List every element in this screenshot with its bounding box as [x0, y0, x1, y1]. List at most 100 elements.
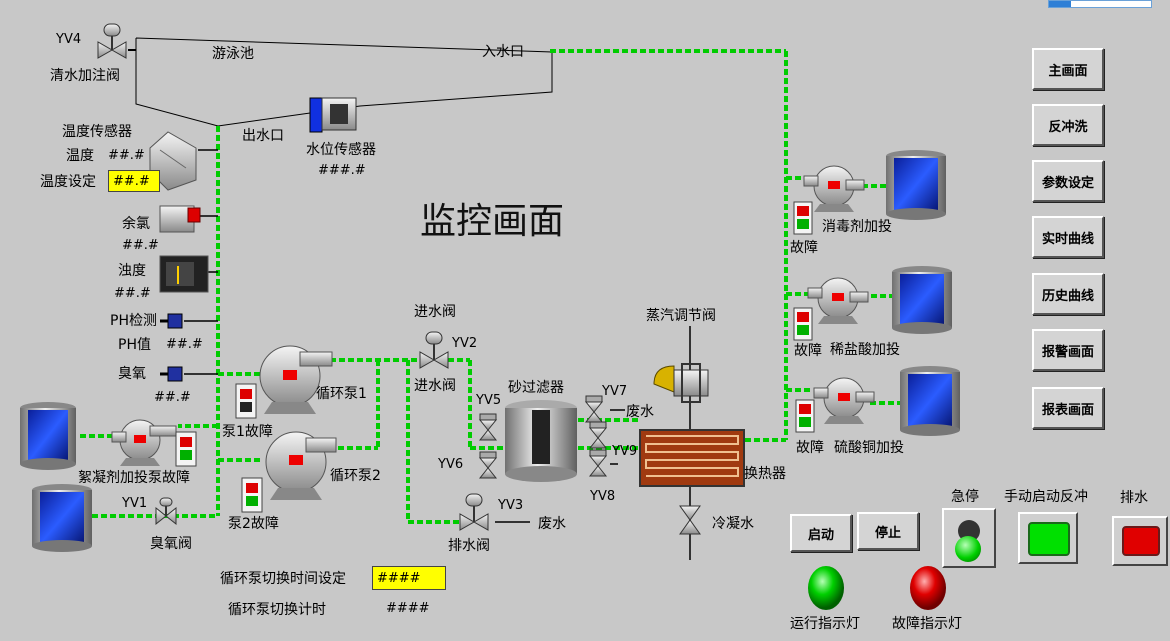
pump2-fault-indicator	[241, 477, 263, 513]
chlorine-value: ##.#	[122, 238, 159, 253]
turbidity-value: ##.#	[114, 286, 151, 301]
valve-yv4-icon[interactable]	[97, 23, 127, 59]
manual-backwash-label: 手动启动反冲	[1004, 489, 1088, 505]
valve-yv1-icon[interactable]	[155, 497, 177, 526]
coagulant-pump-label: 絮凝剂加投泵故障	[78, 470, 190, 486]
disinfectant-tank-icon	[886, 150, 946, 220]
copper-fault-indicator	[795, 399, 815, 433]
yv4-tag: YV4	[56, 32, 82, 47]
stop-button[interactable]: 停止	[857, 512, 919, 550]
circulation-pump-2-icon[interactable]	[265, 431, 337, 500]
valve-yv2-icon[interactable]	[419, 331, 449, 369]
nav-alarm-button[interactable]: 报警画面	[1032, 329, 1104, 371]
fault-light-label: 故障指示灯	[892, 616, 962, 632]
acid-fault-indicator	[793, 307, 813, 341]
yv5-tag: YV5	[476, 393, 502, 408]
fault-indicator-light	[910, 566, 946, 610]
switch-time-set-input[interactable]: ####	[372, 566, 446, 590]
copper-label: 硫酸铜加投	[834, 440, 904, 456]
nav-backwash-button[interactable]: 反冲洗	[1032, 104, 1104, 146]
estop-label: 急停	[951, 489, 979, 505]
yv2-tag: YV2	[452, 336, 478, 351]
pump2-fault-label: 泵2故障	[228, 516, 279, 532]
coagulant-pump-icon[interactable]	[111, 419, 177, 466]
coagulant-fault-indicator	[175, 431, 197, 467]
yv1-name: 臭氧阀	[150, 536, 192, 552]
pump1-fault-indicator	[235, 383, 257, 419]
turbidity-label: 浊度	[118, 263, 146, 279]
water-level-value: ###.#	[318, 163, 366, 178]
circulation-pump-1-icon[interactable]	[259, 345, 333, 414]
start-button[interactable]: 启动	[790, 514, 852, 552]
yv2-name-top: 进水阀	[414, 304, 456, 320]
valve-yv6-icon[interactable]	[478, 451, 498, 479]
pump1-fault-label: 泵1故障	[222, 424, 273, 440]
water-level-sensor-icon	[309, 97, 357, 133]
backwash-lamp-icon	[1028, 522, 1070, 556]
copper-tank-icon	[900, 366, 960, 436]
waste-label-1: 废水	[626, 404, 654, 420]
nav-realtime-curve-button[interactable]: 实时曲线	[1032, 216, 1104, 258]
heat-exchanger-label: 换热器	[744, 466, 786, 482]
ozone-label: 臭氧	[118, 366, 146, 382]
valve-yv7-icon[interactable]	[584, 395, 604, 423]
steam-valve-icon[interactable]	[653, 363, 709, 403]
nav-report-button[interactable]: 报表画面	[1032, 387, 1104, 429]
temp-value: ##.#	[108, 148, 145, 163]
temp-sensor-label: 温度传感器	[62, 124, 132, 140]
valve-yv8-icon[interactable]	[588, 449, 608, 477]
inlet-label: 入水口	[482, 44, 524, 60]
yv3-tag: YV3	[498, 498, 524, 513]
ozone-value: ##.#	[154, 390, 191, 405]
yv3-name: 排水阀	[448, 538, 490, 554]
ph-probe-icon	[160, 313, 183, 329]
emergency-stop-button[interactable]	[942, 508, 996, 568]
waste-label-3: 废水	[538, 516, 566, 532]
acid-label: 稀盐酸加投	[830, 342, 900, 358]
window-control[interactable]	[1048, 0, 1152, 8]
switch-time-set-label: 循环泵切换时间设定	[220, 571, 346, 587]
yv2-name-bottom: 进水阀	[414, 378, 456, 394]
condensate-valve-icon[interactable]	[679, 505, 701, 535]
disinfectant-pump-icon[interactable]	[803, 165, 865, 212]
nav-main-button[interactable]: 主画面	[1032, 48, 1104, 90]
acid-pump-icon[interactable]	[807, 277, 869, 324]
pump2-label: 循环泵2	[330, 468, 381, 484]
yv9-tag: YV9	[612, 444, 638, 459]
ph-value-label: PH值	[118, 337, 151, 353]
drain-lamp-icon	[1122, 526, 1160, 556]
yv6-tag: YV6	[438, 457, 464, 472]
outlet-label: 出水口	[242, 128, 284, 144]
copper-pump-icon[interactable]	[813, 377, 875, 424]
disinfectant-fault-indicator	[793, 201, 813, 235]
steam-valve-label: 蒸汽调节阀	[646, 308, 716, 324]
ph-value: ##.#	[166, 337, 203, 352]
nav-params-button[interactable]: 参数设定	[1032, 160, 1104, 202]
valve-yv9-icon[interactable]	[588, 421, 608, 449]
acid-fault-label: 故障	[794, 343, 822, 359]
acid-tank-icon	[892, 266, 952, 334]
valve-yv3-icon[interactable]	[459, 493, 489, 531]
pool-label: 游泳池	[212, 46, 254, 62]
manual-backwash-button[interactable]	[1018, 512, 1078, 564]
run-indicator-light	[808, 566, 844, 610]
sand-filter-label: 砂过滤器	[508, 380, 564, 396]
heat-exchanger-icon	[639, 429, 745, 487]
turbidity-sensor-icon	[159, 255, 209, 293]
temp-set-input[interactable]: ##.#	[108, 170, 160, 192]
chlorine-label: 余氯	[122, 216, 150, 232]
coagulant-tank-icon	[20, 402, 76, 470]
valve-yv5-icon[interactable]	[478, 413, 498, 441]
yv7-tag: YV7	[602, 384, 628, 399]
estop-lamp-icon	[955, 536, 981, 562]
chlorine-sensor-icon	[159, 205, 201, 233]
yv8-tag: YV8	[590, 489, 616, 504]
water-level-label: 水位传感器	[306, 142, 376, 158]
ph-detect-label: PH检测	[110, 313, 157, 329]
nav-history-curve-button[interactable]: 历史曲线	[1032, 273, 1104, 315]
drain-button[interactable]	[1112, 516, 1168, 566]
pump1-label: 循环泵1	[316, 386, 367, 402]
drain-label: 排水	[1120, 490, 1148, 506]
